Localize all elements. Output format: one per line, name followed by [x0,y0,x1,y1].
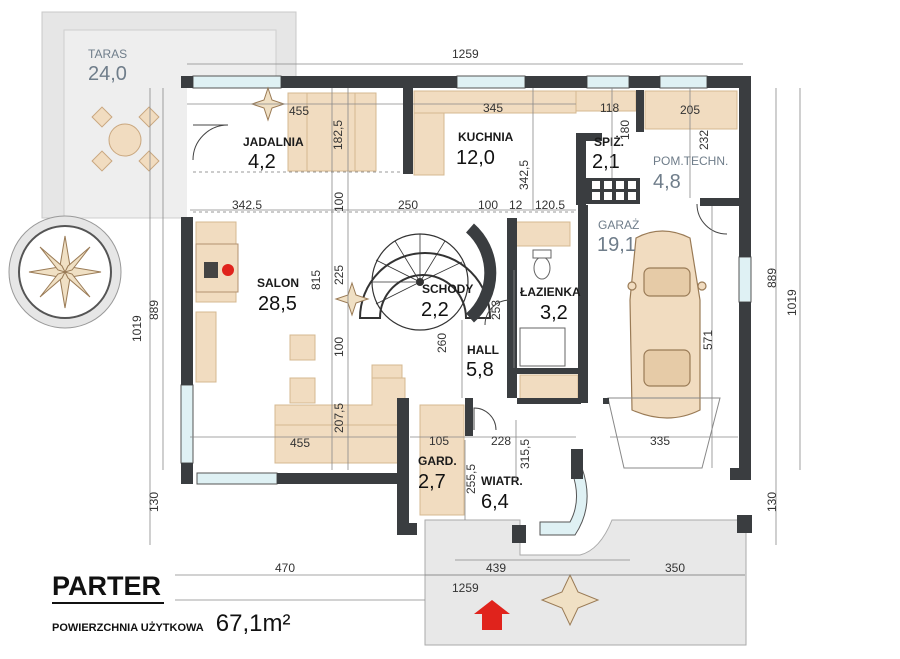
dim-right-130: 130 [765,492,779,512]
room-area-taras: 24,0 [88,63,127,85]
dim-top-total: 1259 [452,47,479,61]
room-name-pom-techn: POM.TECHN. [653,154,728,168]
room-name-schody: SCHODY [422,282,473,296]
terrace-table-set [91,106,160,172]
room-name-lazienka: ŁAZIENKA [520,285,581,299]
dim-pom-width: 205 [680,103,700,117]
usable-area-row: POWIERZCHNIA UŻYTKOWA 67,1m² [52,610,290,638]
dim-left-130: 130 [147,492,161,512]
room-name-salon: SALON [257,276,299,290]
room-name-jadalnia: JADALNIA [243,135,304,149]
room-dividers [193,171,576,213]
dim-jad-depth: 182,5 [331,120,345,150]
dim-2555: 255,5 [464,464,478,494]
walls [181,76,752,543]
dim-250: 250 [398,198,418,212]
room-name-spiz: SPIŻ. [594,134,624,149]
fireplace [195,243,239,293]
usable-area-label: POWIERZCHNIA UŻYTKOWA [52,622,204,634]
dim-815: 815 [309,270,323,290]
room-name-hall: HALL [467,343,499,357]
plan-title: PARTER [52,571,162,601]
dim-jad-width: 455 [289,104,309,118]
dim-spiz-depth: 180 [618,120,632,140]
dim-225: 225 [332,265,346,285]
dim-kuch-width: 345 [483,101,503,115]
entrance-arrow-icon [474,600,510,630]
room-name-kuchnia: KUCHNIA [458,130,514,144]
room-area-lazienka: 3,2 [540,302,568,324]
dim-12: 12 [509,198,523,212]
dim-100b: 100 [332,192,346,212]
dim-spiz-width: 118 [600,101,619,115]
room-area-hall: 5,8 [466,359,494,381]
room-area-salon: 28,5 [258,293,297,315]
dim-salon-bottom: 455 [290,436,310,450]
usable-area-value: 67,1m² [215,610,291,637]
dim-100a: 100 [478,198,498,212]
plan-legend: PARTER POWIERZCHNIA UŻYTKOWA 67,1m² [52,572,290,638]
dim-salon-width: 342.5 [232,198,262,212]
dim-kuch-depth: 342,5 [517,160,531,190]
dim-bottom-439: 439 [486,561,506,575]
dim-2075: 207,5 [332,403,346,433]
dim-hall-width: 228 [491,434,511,448]
dim-right-1019: 1019 [785,289,799,316]
dim-bottom-470: 470 [275,561,295,575]
dim-3155: 315,5 [518,439,532,469]
dim-left-889: 889 [147,300,161,320]
room-name-gard: GARD. [418,454,457,468]
dim-right-889: 889 [765,268,779,288]
dim-gard-width: 105 [429,434,449,448]
room-name-garaz: GARAŻ [598,218,639,232]
dim-260: 260 [435,333,449,353]
garden-planter [8,215,122,329]
room-name-taras: TARAS [88,47,127,61]
room-area-gard: 2,7 [418,471,446,493]
dim-100c: 100 [332,337,346,357]
dim-garage-width: 335 [650,434,670,448]
dimension-lines [149,63,801,601]
room-area-kuchnia: 12,0 [456,147,495,169]
dim-bottom-1259: 1259 [452,581,479,595]
dim-253: 253 [489,300,503,320]
door-swings [192,124,728,431]
room-area-garaz: 19,1 [597,234,636,256]
room-area-wiatr: 6,4 [481,491,509,513]
dim-571: 571 [701,330,715,350]
pantry-grid [592,181,636,200]
spiral-stairs [358,223,497,331]
room-area-pom-techn: 4,8 [653,171,681,193]
room-area-schody: 2,2 [421,299,449,321]
room-area-jadalnia: 4,2 [248,151,276,173]
car-icon [627,230,707,419]
dim-pom-depth: 232 [697,130,711,150]
dim-bottom-350: 350 [665,561,685,575]
title-underline [52,602,164,604]
room-area-spiz: 2,1 [592,151,620,173]
dim-1205: 120.5 [535,198,565,212]
room-name-wiatr: WIATR. [481,474,523,488]
bathroom-fixtures [519,249,566,367]
dim-left-1019: 1019 [130,315,144,342]
